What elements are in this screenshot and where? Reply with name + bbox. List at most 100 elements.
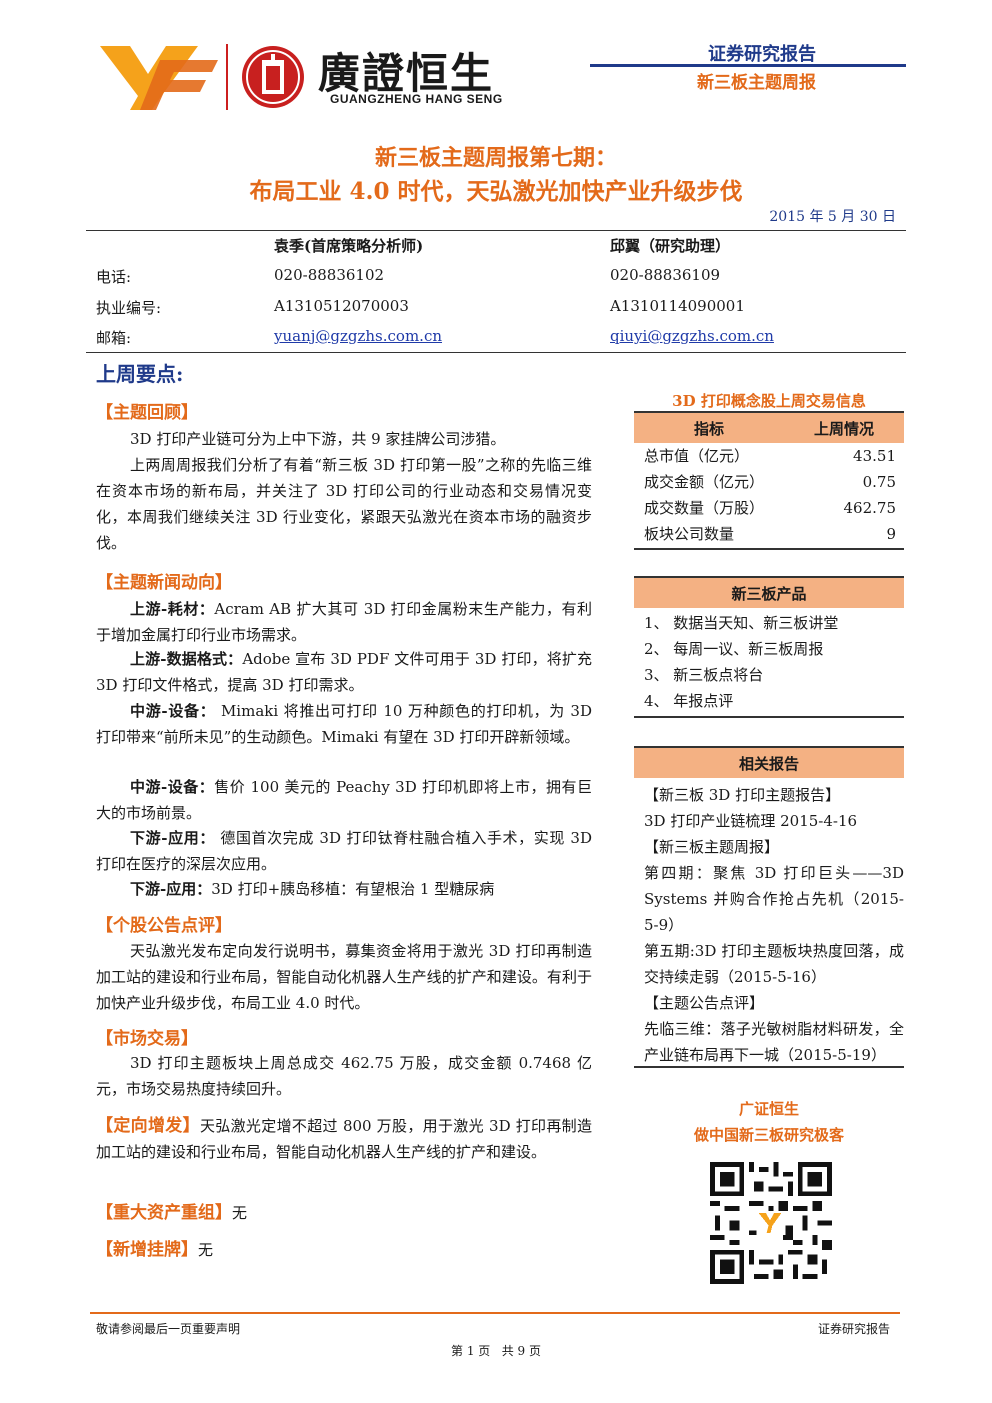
review-paragraph-1: 3D 打印产业链可分为上中下游，共 9 家挂牌公司涉猎。 bbox=[130, 430, 506, 448]
table-row: 总市值（亿元） 43.51 bbox=[634, 443, 904, 469]
news-item: 中游-设备： Mimaki 将推出可打印 10 万种颜色的打印机，为 3D 打印… bbox=[96, 698, 592, 750]
list-item: 4、 年报点评 bbox=[644, 692, 734, 710]
trade-table-bottom-border bbox=[634, 548, 904, 550]
report-title-line2: 布局工业 4.0 时代，天弘激光加快产业升级步伐 bbox=[249, 178, 743, 205]
restructure-value: 无 bbox=[232, 1204, 248, 1222]
footer-report-type: 证券研究报告 bbox=[817, 1322, 890, 1336]
report-title-line1: 新三板主题周报第七期： bbox=[374, 145, 617, 171]
new-listing-value: 无 bbox=[198, 1241, 214, 1259]
cert-label: 执业编号: bbox=[96, 299, 162, 317]
header-rule bbox=[590, 64, 906, 67]
related-title: 相关报告 bbox=[738, 754, 799, 773]
row-label: 总市值（亿元） bbox=[644, 447, 750, 465]
analyst2-name: 邱翼（研究助理） bbox=[610, 237, 731, 255]
brand-line1: 广证恒生 bbox=[738, 1100, 799, 1118]
analyst1-email-link[interactable]: yuanj@gzgzhs.com.cn bbox=[274, 327, 443, 345]
report-date: 2015 年 5 月 30 日 bbox=[769, 209, 896, 225]
report-type: 证券研究报告 bbox=[708, 44, 816, 65]
table-row: 成交金额（亿元） 0.75 bbox=[634, 469, 904, 495]
news-item: 中游-设备：售价 100 美元的 Peachy 3D 打印机即将上市，拥有巨大的… bbox=[96, 774, 592, 826]
related-item: 【新三板主题周报】 bbox=[644, 838, 780, 856]
row-value: 462.75 bbox=[843, 499, 897, 517]
related-item: 【主题公告点评】 bbox=[644, 994, 765, 1012]
trade-table-header: 指标 上周情况 bbox=[634, 413, 904, 443]
related-item: 先临三维：落子光敏树脂材料研发，全产业链布局再下一城（2015-5-19） bbox=[644, 1020, 904, 1064]
heading-private-placement: 【定向增发】 bbox=[96, 1116, 200, 1136]
news-tag: 下游-应用： bbox=[130, 880, 212, 898]
analyst1-cert: A1310512070003 bbox=[274, 297, 409, 315]
news-tag: 中游-设备： bbox=[130, 702, 216, 720]
table-row: 成交数量（万股） 462.75 bbox=[634, 495, 904, 521]
heading-review: 【主题回顾】 bbox=[96, 403, 198, 423]
footer-rule bbox=[90, 1312, 900, 1314]
private-placement-paragraph: 【定向增发】天弘激光定增不超过 800 万股，用于激光 3D 打印再制造加工站的… bbox=[96, 1113, 592, 1165]
row-value: 43.51 bbox=[853, 447, 896, 465]
related-item: 第五期:3D 打印主题板块热度回落，成交持续走弱（2015-5-16） bbox=[644, 942, 904, 986]
trade-table-top-border bbox=[634, 411, 904, 413]
row-label: 成交金额（亿元） bbox=[644, 473, 765, 491]
analyst2-phone: 020-88836109 bbox=[610, 266, 721, 284]
col-metric: 指标 bbox=[693, 419, 724, 438]
row-value: 9 bbox=[886, 525, 896, 543]
trade-table-body: 总市值（亿元） 43.51 成交金额（亿元） 0.75 成交数量（万股） 462… bbox=[634, 443, 904, 547]
ye-logo-icon bbox=[100, 46, 218, 110]
page-number: 第 1 页 共 9 页 bbox=[451, 1344, 541, 1358]
market-paragraph: 3D 打印主题板块上周总成交 462.75 万股，成交金额 0.7468 亿元，… bbox=[96, 1054, 592, 1098]
trade-table-title: 3D 打印概念股上周交易信息 bbox=[672, 392, 866, 410]
news-text: 3D 打印+胰岛移植：有望根治 1 型糖尿病 bbox=[211, 880, 495, 898]
related-top-border bbox=[634, 746, 904, 748]
news-text: Mimaki 将推出可打印 10 万种颜色的打印机，为 3D 打印带来“前所未见… bbox=[96, 702, 592, 746]
footer-disclaimer-note: 敬请参阅最后一页重要声明 bbox=[96, 1322, 241, 1336]
products-bottom-border bbox=[634, 716, 904, 718]
news-item: 下游-应用： 德国首次完成 3D 打印钛脊柱融合植入手术，实现 3D 打印在医疗… bbox=[96, 825, 592, 877]
brand-line2: 做中国新三板研究极客 bbox=[693, 1126, 844, 1144]
heading-stock-announcement: 【个股公告点评】 bbox=[96, 916, 232, 936]
products-list: 1、 数据当天知、新三板讲堂 2、 每周一议、新三板周报 3、 新三板点将台 4… bbox=[634, 610, 904, 714]
report-series: 新三板主题周报 bbox=[697, 73, 816, 93]
news-tag: 中游-设备： bbox=[130, 778, 215, 796]
related-item: 3D 打印产业链梳理 2015-4-16 bbox=[644, 812, 858, 830]
news-text: 德国首次完成 3D 打印钛脊柱融合植入手术，实现 3D 打印在医疗的深层次应用。 bbox=[96, 829, 592, 873]
list-item: 2、 每周一议、新三板周报 bbox=[644, 640, 824, 658]
analyst2-cert: A1310114090001 bbox=[610, 297, 745, 315]
news-item: 上游-数据格式：Adobe 宣布 3D PDF 文件可用于 3D 打印，将扩充 … bbox=[96, 646, 592, 698]
news-text: Acram AB 扩大其可 3D 打印金属粉末生产能力，有利于增加金属打印行业市… bbox=[96, 600, 592, 644]
list-item: 3、 新三板点将台 bbox=[644, 666, 764, 684]
products-header: 新三板产品 bbox=[634, 578, 904, 608]
related-item: 【新三板 3D 打印主题报告】 bbox=[644, 786, 841, 804]
analyst-top-rule bbox=[86, 230, 906, 231]
products-title: 新三板产品 bbox=[731, 584, 807, 603]
heading-new-listing: 【新增挂牌】 bbox=[96, 1240, 198, 1260]
restructure-line: 【重大资产重组】无 bbox=[96, 1200, 592, 1226]
related-item: 第四期：聚焦 3D 打印巨头——3D Systems 并购合作抢占先机（2015… bbox=[644, 864, 904, 934]
related-header: 相关报告 bbox=[634, 748, 904, 778]
company-name-en: GUANGZHENG HANG SENG bbox=[330, 92, 503, 106]
news-item: 上游-耗材：Acram AB 扩大其可 3D 打印金属粉末生产能力，有利于增加金… bbox=[96, 596, 592, 648]
section-title: 上周要点: bbox=[96, 362, 184, 386]
news-text: Adobe 宣布 3D PDF 文件可用于 3D 打印，将扩充 3D 打印文件格… bbox=[96, 650, 592, 694]
qr-code-icon bbox=[710, 1162, 832, 1284]
news-tag: 下游-应用： bbox=[130, 829, 215, 847]
news-tag: 上游-耗材： bbox=[130, 600, 215, 618]
analyst2-email-link[interactable]: qiuyi@gzgzhs.com.cn bbox=[610, 327, 774, 345]
news-text: 售价 100 美元的 Peachy 3D 打印机即将上市，拥有巨大的市场前景。 bbox=[96, 778, 592, 822]
analyst1-phone: 020-88836102 bbox=[274, 266, 385, 284]
row-value: 0.75 bbox=[862, 473, 896, 491]
news-item: 下游-应用：3D 打印+胰岛移植：有望根治 1 型糖尿病 bbox=[96, 876, 592, 902]
analyst-bottom-rule bbox=[86, 352, 906, 353]
products-top-border bbox=[634, 576, 904, 578]
private-placement-text: 天弘激光定增不超过 800 万股，用于激光 3D 打印再制造加工站的建设和行业布… bbox=[96, 1117, 593, 1161]
related-bottom-border bbox=[634, 1066, 904, 1068]
phone-label: 电话: bbox=[96, 268, 132, 286]
list-item: 1、 数据当天知、新三板讲堂 bbox=[644, 614, 839, 632]
company-seal-icon bbox=[242, 46, 304, 108]
new-listing-line: 【新增挂牌】无 bbox=[96, 1237, 592, 1263]
news-tag: 上游-数据格式： bbox=[130, 650, 243, 668]
col-value: 上周情况 bbox=[813, 419, 874, 438]
heading-restructure: 【重大资产重组】 bbox=[96, 1203, 232, 1223]
table-row: 板块公司数量 9 bbox=[634, 521, 904, 547]
logo-divider bbox=[226, 44, 228, 110]
company-name-cn: 廣證恒生 bbox=[318, 49, 495, 98]
email-label: 邮箱: bbox=[96, 329, 132, 347]
heading-news: 【主题新闻动向】 bbox=[96, 573, 232, 593]
